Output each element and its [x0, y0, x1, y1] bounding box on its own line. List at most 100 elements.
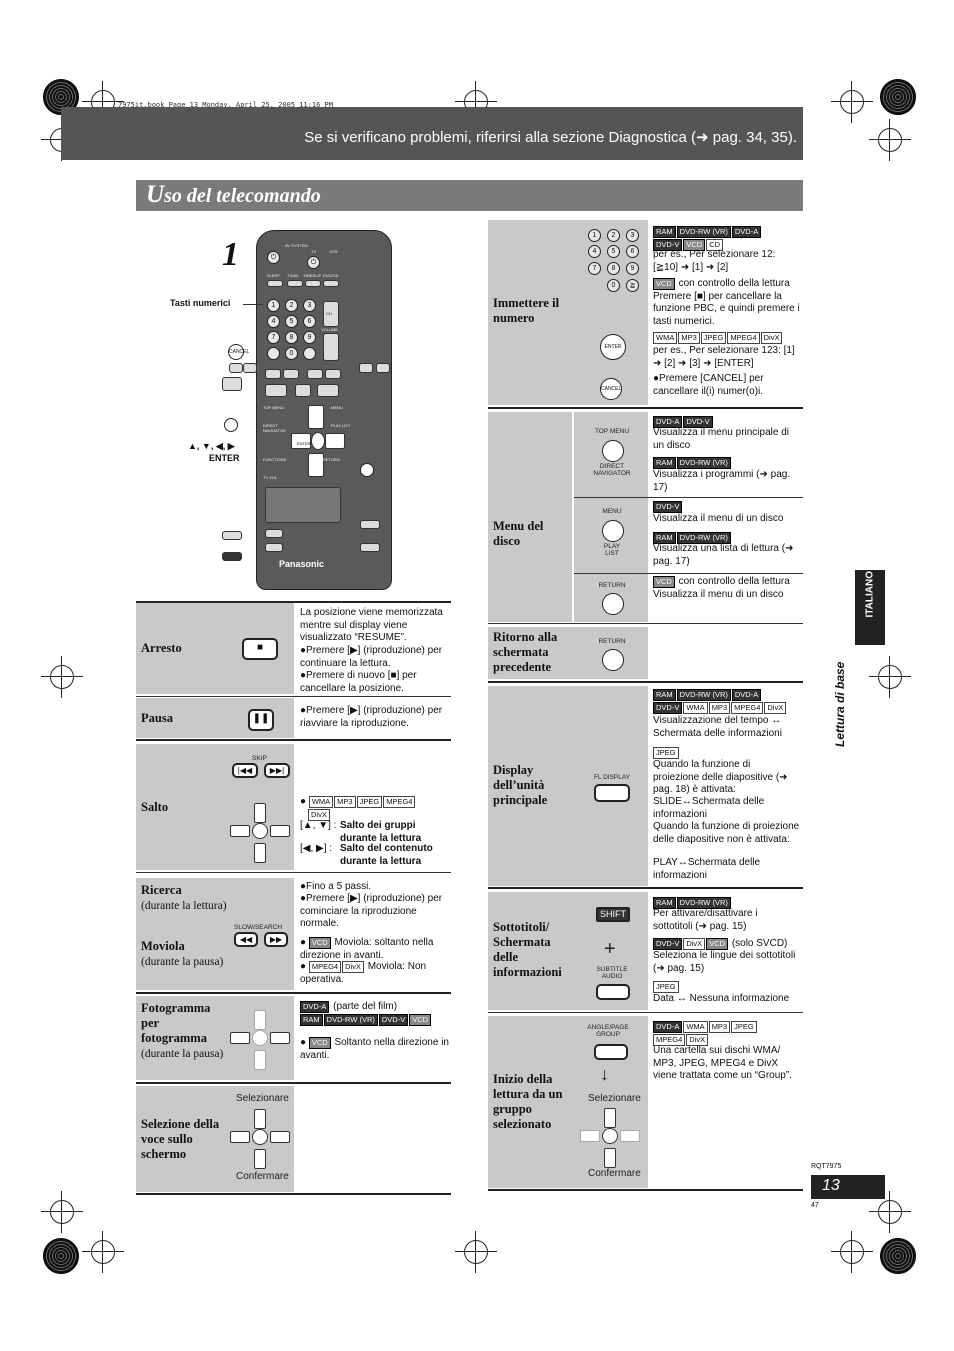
tag-dvd-rw: DVD-RW (VR) — [676, 689, 731, 701]
fl-display-button[interactable] — [265, 529, 283, 538]
num-key-8[interactable]: 8 — [285, 331, 298, 344]
num-key-3[interactable]: 3 — [303, 299, 316, 312]
dpad-enter-icon — [252, 1030, 268, 1046]
volume-rocker[interactable] — [323, 333, 339, 361]
sottotitoli-desc-3: Seleziona le lingue dei sottotitoli (➜ p… — [653, 950, 796, 974]
dvd-button[interactable] — [323, 280, 339, 287]
tag-ram: RAM — [653, 226, 676, 238]
dpad-up[interactable] — [308, 405, 324, 429]
search-callout-icon — [376, 363, 390, 373]
power-button[interactable]: ⏻ — [267, 251, 280, 264]
dpad-up-icon — [254, 803, 266, 823]
tag-mpeg4: MPEG4 — [731, 701, 764, 714]
angle-callout-icon — [360, 543, 380, 552]
angle-group-label: ANGLE/PAGE GROUP — [587, 1024, 629, 1038]
rewind-button[interactable] — [307, 369, 323, 379]
ten-plus-button[interactable] — [303, 347, 316, 360]
dpad[interactable] — [291, 405, 345, 479]
num-key-6[interactable]: 6 — [303, 315, 316, 328]
dpad-left-icon — [580, 1130, 600, 1142]
skip-back-icon: |◀◀ — [232, 763, 258, 778]
num-key-4[interactable]: 4 — [267, 315, 280, 328]
skip-label: SKIP — [252, 755, 267, 762]
subtitle-callout-icon — [360, 520, 380, 529]
num-key-2[interactable]: 2 — [285, 299, 298, 312]
pausa-desc: ●Premere [▶] (riproduzione) per riavviar… — [300, 705, 443, 729]
return-label: RETURN — [323, 457, 340, 462]
num-key-0[interactable]: 0 — [285, 347, 298, 360]
cancel-button[interactable] — [267, 347, 280, 360]
svcd-note: (solo SVCD) — [731, 938, 788, 949]
num-key-0-icon: 0 — [607, 279, 620, 292]
num-key-7[interactable]: 7 — [267, 331, 280, 344]
enter-label: ENTER — [297, 441, 311, 446]
tag-dvd-v: DVD-V — [653, 701, 683, 714]
timeslip-button[interactable] — [305, 280, 321, 287]
display-desc-5: PLAY↔Schermata delle informazioni — [653, 857, 761, 881]
tag-dvd-rw: DVD-RW (VR) — [323, 1014, 378, 1026]
print-page-number: 47 — [811, 1202, 819, 1209]
dpad-right-icon — [270, 825, 290, 837]
immettere-vcd: VCD con controllo della lettura Premere … — [653, 278, 803, 328]
skip-callout-icon — [243, 363, 257, 373]
return-label: RETURN — [598, 582, 626, 589]
enter-callout: ENTER — [209, 453, 240, 463]
num-key-1[interactable]: 1 — [267, 299, 280, 312]
dpad-enter-icon — [252, 823, 268, 839]
part-note: (parte del film) — [333, 1001, 398, 1012]
tag-divx: DivX — [308, 808, 330, 821]
row-label-moviola: Moviola(durante la pausa) — [141, 939, 231, 970]
cancel-icon: CANCEL — [600, 378, 622, 400]
dpad-down-icon — [254, 1149, 266, 1169]
rewind-icon: ◀◀ — [234, 932, 258, 947]
rule — [574, 573, 803, 574]
tag-vcd: VCD — [653, 278, 675, 290]
tvav-button[interactable] — [287, 280, 303, 287]
tag-dvd-a: DVD-A — [300, 1001, 330, 1013]
rule — [136, 739, 451, 741]
row-immettere — [488, 220, 648, 405]
timeslip-label: TIMESLIP — [303, 273, 322, 278]
tag-dvd-rw: DVD-RW (VR) — [676, 532, 731, 544]
plus-sign: + — [604, 938, 616, 960]
skip-forward-button[interactable] — [283, 369, 299, 379]
dpad-right[interactable] — [325, 433, 345, 449]
num-key-1-icon: 1 — [588, 229, 601, 242]
shift-button[interactable] — [265, 543, 283, 552]
dpad-down[interactable] — [308, 453, 324, 477]
tag-divx: DivX — [342, 961, 364, 973]
doc-code: RQT7975 — [811, 1163, 842, 1170]
play-list-label: PLAY LIST — [331, 423, 351, 428]
function-grid[interactable] — [265, 487, 341, 523]
pause-button[interactable] — [295, 384, 311, 397]
dpad-enter-icon — [252, 1129, 268, 1145]
sleep-button[interactable] — [267, 280, 283, 287]
fast-forward-button[interactable] — [325, 369, 341, 379]
play-button[interactable] — [317, 384, 339, 397]
dpad-right-icon — [270, 1032, 290, 1044]
num-key-5[interactable]: 5 — [285, 315, 298, 328]
top-menu-label: TOP MENU — [263, 405, 284, 410]
tv-vol-label: TV VOL — [263, 475, 278, 480]
num-key-9[interactable]: 9 — [303, 331, 316, 344]
dpad-left[interactable] — [291, 433, 311, 449]
dpad-enter[interactable] — [311, 432, 325, 450]
tv-power-button[interactable]: ⏻ — [307, 256, 320, 269]
dpad-up-icon — [604, 1108, 616, 1128]
sottotitoli-desc-4: Data ↔ Nessuna informazione — [653, 993, 790, 1004]
tag-dvd-a: DVD-A — [653, 416, 683, 428]
immettere-example-1: per es., Per selezionare 12: [≧10] ➜ [1]… — [653, 249, 776, 273]
title-capital: U — [146, 181, 165, 208]
enter-icon: ENTER — [600, 334, 626, 360]
display-desc-2: Quando la funzione di proiezione delle d… — [653, 759, 788, 795]
play-list-label: PLAY LIST — [603, 543, 621, 557]
tag-mp3: MP3 — [708, 701, 731, 714]
tag-jpeg: JPEG — [356, 796, 383, 808]
stop-button[interactable] — [265, 384, 287, 397]
skip-back-button[interactable] — [265, 369, 281, 379]
num-key-2-icon: 2 — [607, 229, 620, 242]
channel-rocker[interactable] — [323, 301, 339, 327]
